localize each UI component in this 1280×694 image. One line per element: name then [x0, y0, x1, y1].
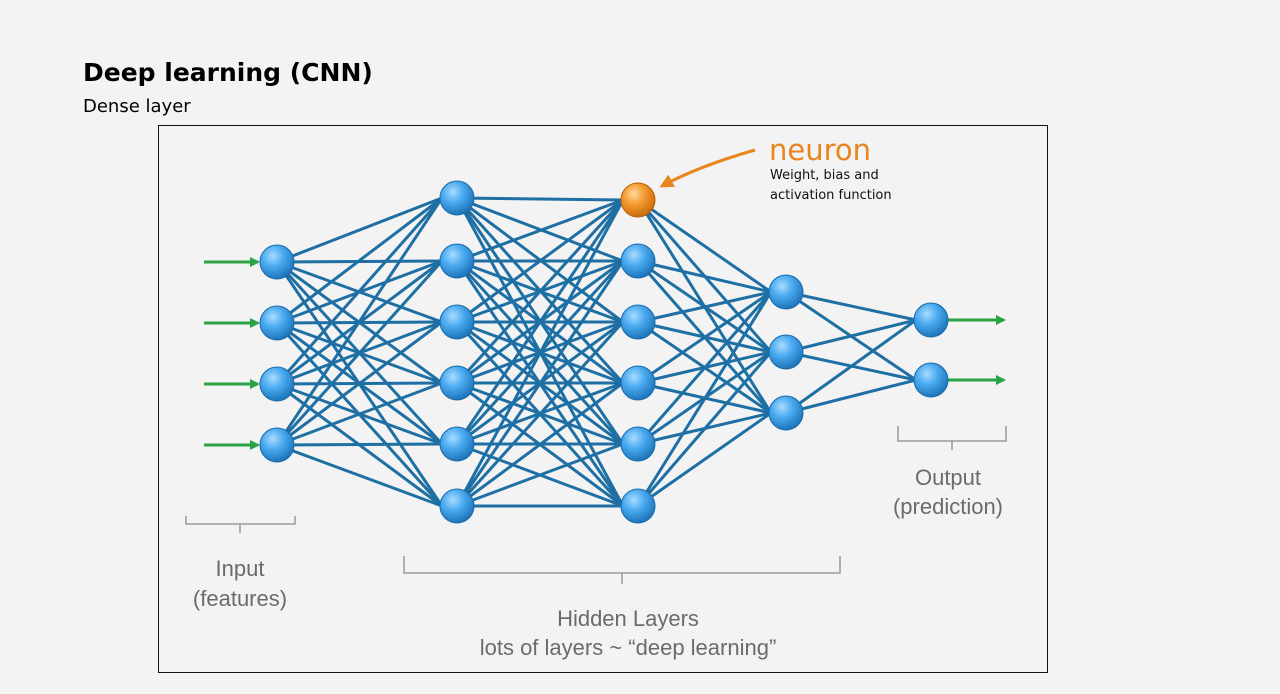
neuron-node: [620, 243, 656, 279]
connection-edge: [784, 318, 918, 415]
connection-edge: [455, 198, 625, 446]
slide-title: Deep learning (CNN): [83, 58, 373, 87]
neuron-node: [259, 305, 295, 341]
connection-edge: [455, 196, 625, 202]
connection-edge: [275, 196, 444, 447]
io-arrows-group: [204, 257, 1006, 450]
neuron-node: [620, 426, 656, 462]
neuron-node: [620, 488, 656, 524]
neuron-node: [439, 426, 475, 462]
input-bracket: [185, 516, 296, 533]
input-label-line2: (features): [193, 586, 287, 611]
connection-edge: [636, 290, 773, 446]
input-label-line1: Input: [216, 556, 265, 581]
connection-edge: [455, 259, 625, 508]
connection-edge: [275, 443, 444, 508]
connection-edge: [275, 320, 444, 447]
connection-edge: [784, 318, 918, 354]
callout-desc-line1: Weight, bias and: [770, 168, 879, 183]
neuron-node: [259, 244, 295, 280]
connection-edge: [455, 381, 625, 508]
neuron-node: [259, 366, 295, 402]
neuron-node: [439, 243, 475, 279]
callout-neuron-label: neuron: [769, 133, 871, 167]
connection-edge: [636, 290, 773, 508]
neuron-node: [620, 365, 656, 401]
connection-edge: [636, 259, 773, 294]
hidden-bracket: [403, 556, 841, 584]
neuron-node: [259, 427, 295, 463]
output-bracket: [897, 426, 1007, 450]
neuron-node: [913, 362, 949, 398]
connection-edge: [636, 290, 773, 324]
hidden-label-line2: lots of layers ~ “deep learning”: [480, 635, 777, 660]
neurons-group: [259, 180, 949, 524]
connections-group: [275, 196, 918, 508]
connection-edge: [455, 198, 625, 263]
callout-desc-line2: activation function: [770, 188, 892, 203]
highlighted-neuron: [620, 182, 656, 218]
connection-edge: [784, 378, 918, 415]
neuron-node: [439, 365, 475, 401]
connection-edge: [784, 290, 918, 322]
connection-edge: [636, 350, 773, 508]
neuron-node: [768, 274, 804, 310]
output-label-line1: Output: [915, 465, 981, 490]
connection-edge: [275, 259, 444, 447]
connection-edge: [455, 198, 625, 385]
neuron-node: [439, 180, 475, 216]
connection-edge: [455, 320, 625, 508]
neuron-node: [439, 304, 475, 340]
connection-edge: [455, 198, 625, 508]
connection-edge: [455, 198, 625, 324]
connection-edge: [275, 196, 444, 264]
connection-edge: [275, 196, 444, 386]
connection-edge: [636, 198, 773, 294]
connection-edge: [275, 381, 444, 447]
connection-edge: [455, 442, 625, 508]
neuron-node: [439, 488, 475, 524]
neuron-node: [620, 304, 656, 340]
neuron-node: [768, 395, 804, 431]
connection-edge: [275, 442, 444, 447]
connection-edge: [636, 411, 773, 508]
hidden-label-line1: Hidden Layers: [557, 606, 699, 631]
neuron-node: [768, 334, 804, 370]
callout-arrow: [659, 148, 756, 188]
neural-network-figure: neuron Weight, bias and activation funct…: [158, 125, 1048, 673]
output-label-line2: (prediction): [893, 494, 1003, 519]
neuron-node: [913, 302, 949, 338]
connection-edge: [636, 290, 773, 385]
slide-subtitle: Dense layer: [83, 96, 191, 117]
neural-network-diagram: neuron Weight, bias and activation funct…: [185, 133, 1007, 660]
connection-edge: [275, 196, 444, 325]
